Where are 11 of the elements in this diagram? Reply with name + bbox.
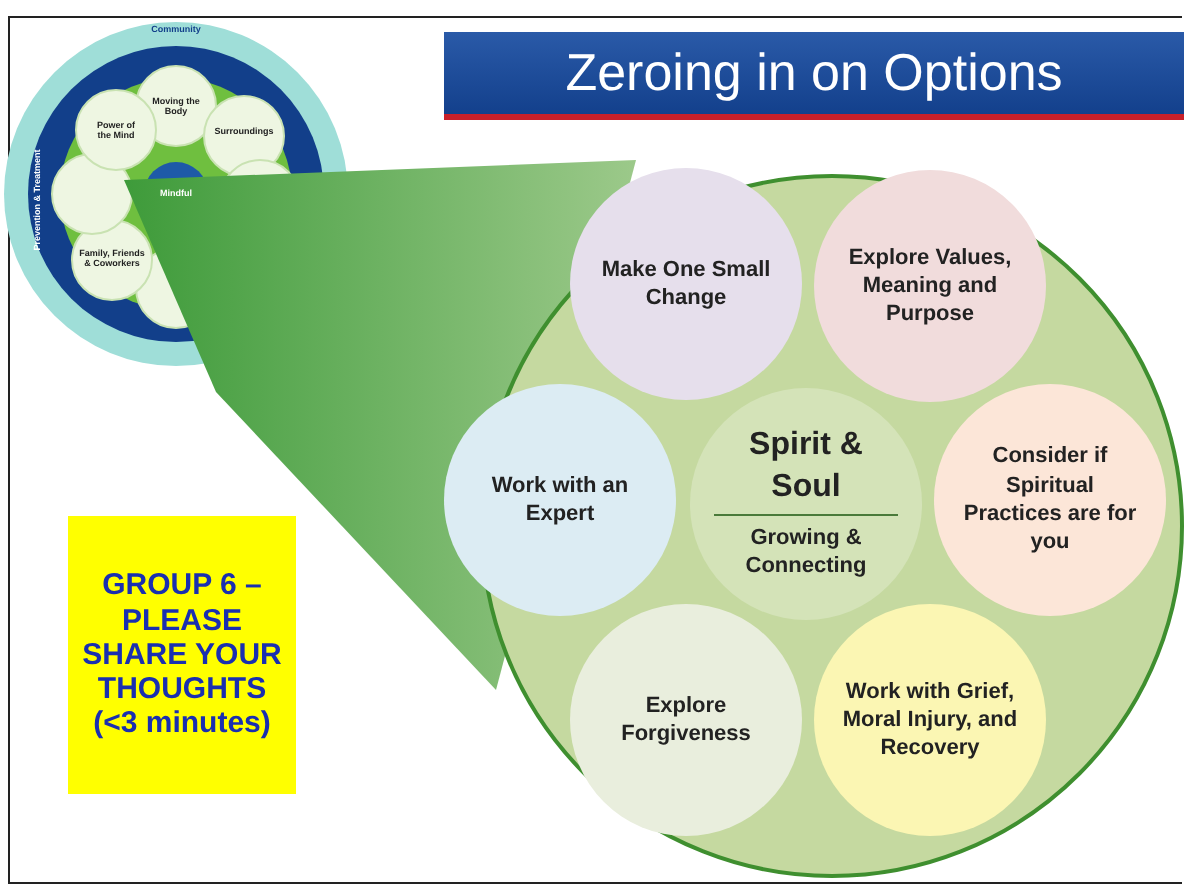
option-text: Explore Values, Meaning and Purpose bbox=[846, 243, 1014, 329]
prompt-text: GROUP 6 – PLEASE SHARE YOUR THOUGHTS (<3 minutes) bbox=[80, 568, 284, 742]
prompt-box bbox=[68, 516, 296, 794]
option-text: Explore Forgiveness bbox=[619, 691, 753, 749]
center-subtitle: Growing & Connecting bbox=[743, 524, 869, 582]
option-text: Make One Small Change bbox=[599, 255, 773, 313]
option-text: Consider if Spiritual Practices are for you bbox=[961, 442, 1139, 558]
title: Zeroing in on Options bbox=[565, 42, 1063, 104]
center-heading: Spirit & Soul bbox=[714, 426, 898, 516]
option-text: Work with Grief, Moral Injury, and Recovery bbox=[840, 677, 1020, 763]
option-text: Work with an Expert bbox=[489, 471, 631, 529]
